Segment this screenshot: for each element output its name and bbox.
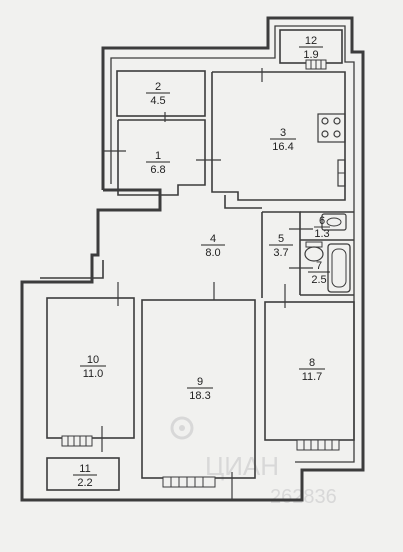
balcony-door-icon xyxy=(61,435,93,447)
room-number: 5 xyxy=(278,233,284,245)
room-11-outline xyxy=(46,457,120,491)
room-area: 2.5 xyxy=(311,274,326,286)
room-area: 4.5 xyxy=(150,95,165,107)
room-area: 3.7 xyxy=(273,247,288,259)
corridor-wall xyxy=(40,260,104,279)
bathtub-icon xyxy=(327,243,351,293)
room-area: 8.0 xyxy=(205,247,220,259)
room-area: 1.3 xyxy=(314,228,329,240)
room-label-10: 10 11.0 xyxy=(80,354,106,380)
room-area: 2.2 xyxy=(77,477,92,489)
bathroom-walls xyxy=(261,211,354,298)
balcony-door-icon xyxy=(305,59,327,70)
balcony-door-icon xyxy=(296,439,340,451)
room-label-5: 5 3.7 xyxy=(269,233,293,259)
room-2-outline xyxy=(116,70,206,117)
room-number: 10 xyxy=(87,354,99,366)
room-number: 8 xyxy=(309,357,315,369)
room-3-outline xyxy=(211,71,346,201)
stove-icon xyxy=(317,113,346,143)
room-number: 3 xyxy=(280,127,286,139)
room-number: 2 xyxy=(155,81,161,93)
watermark-brand: ЦИАН xyxy=(205,451,279,481)
room-label-11: 11 2.2 xyxy=(73,463,97,489)
room-number: 12 xyxy=(305,35,317,47)
room-label-6: 6 1.3 xyxy=(314,215,330,240)
room-area: 6.8 xyxy=(150,164,165,176)
room-area: 18.3 xyxy=(189,390,210,402)
room-1-outline xyxy=(117,119,206,196)
room-number: 4 xyxy=(210,233,216,245)
room-number: 11 xyxy=(79,463,90,475)
kitchen-sink-icon xyxy=(337,159,346,187)
room-label-2: 2 4.5 xyxy=(146,81,170,107)
room-label-12: 12 1.9 xyxy=(299,35,323,61)
washbasin-icon xyxy=(321,213,347,231)
room-number: 9 xyxy=(197,376,203,388)
watermark-logo xyxy=(170,416,194,440)
room-label-3: 3 16.4 xyxy=(270,127,296,153)
room-area: 1.9 xyxy=(303,49,318,61)
room-label-1: 1 6.8 xyxy=(146,150,170,176)
toilet-icon xyxy=(304,241,324,262)
room-label-9: 9 18.3 xyxy=(187,376,213,402)
room-area: 11.7 xyxy=(302,371,323,383)
corridor-wall xyxy=(224,195,262,209)
room-area: 11.0 xyxy=(83,368,104,380)
room-number: 1 xyxy=(155,150,161,162)
room-label-7: 7 2.5 xyxy=(308,260,330,286)
room-number: 7 xyxy=(316,260,322,272)
room-label-8: 8 11.7 xyxy=(299,357,325,383)
room-area: 16.4 xyxy=(272,141,293,153)
balcony-door-icon xyxy=(162,476,216,488)
room-label-4: 4 8.0 xyxy=(201,233,225,259)
room-number: 6 xyxy=(319,215,325,227)
